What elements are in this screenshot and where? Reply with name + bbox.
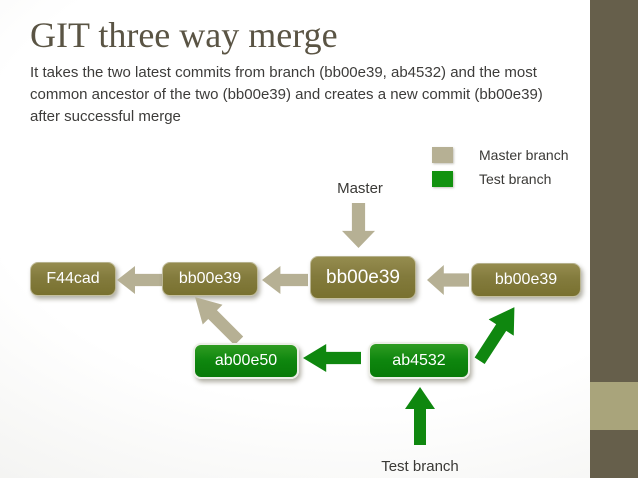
legend: Master branch Test branch — [432, 146, 568, 194]
slide-subtitle: It takes the two latest commits from bra… — [30, 62, 543, 128]
legend-label-test: Test branch — [479, 170, 552, 187]
subtitle-line-1: It takes the two latest commits from bra… — [30, 64, 537, 81]
arrow-bb00e39-right-to-head-icon — [427, 265, 469, 295]
test-branch-swatch-icon — [432, 170, 453, 187]
test-branch-pointer-arrow-icon — [405, 387, 435, 445]
page-title: GIT three way merge — [30, 15, 338, 55]
commit-node-bb00e39-right: bb00e39 — [471, 263, 581, 297]
arrow-head-to-bb00e39-left-icon — [262, 266, 308, 294]
arrow-ab4532-to-bb00e39-right-icon — [467, 299, 527, 369]
slide-sidebar-accent-bar — [590, 0, 638, 478]
sidebar-accent-band — [590, 382, 638, 430]
legend-item-master-branch: Master branch — [432, 146, 568, 163]
arrow-ab00e50-to-bb00e39-left-icon — [185, 287, 249, 351]
test-branch-pointer-label: Test branch — [381, 458, 459, 475]
commit-node-f44cad: F44cad — [30, 262, 116, 296]
subtitle-line-3: after successful merge — [30, 108, 181, 125]
commit-node-ab4532: ab4532 — [368, 342, 470, 379]
arrow-ab4532-to-ab00e50-icon — [303, 344, 361, 372]
master-pointer-arrow-icon — [342, 203, 375, 248]
commit-node-ab00e50: ab00e50 — [193, 343, 299, 379]
subtitle-line-2: common ancestor of the two (bb00e39) and… — [30, 86, 543, 103]
master-pointer-label: Master — [337, 180, 383, 197]
commit-node-bb00e39-left: bb00e39 — [162, 262, 258, 296]
commit-node-bb00e39-head: bb00e39 — [310, 256, 416, 299]
arrow-bb00e39-to-f44cad-icon — [117, 266, 162, 294]
master-branch-swatch-icon — [432, 146, 453, 163]
legend-item-test-branch: Test branch — [432, 170, 568, 187]
legend-label-master: Master branch — [479, 146, 569, 163]
